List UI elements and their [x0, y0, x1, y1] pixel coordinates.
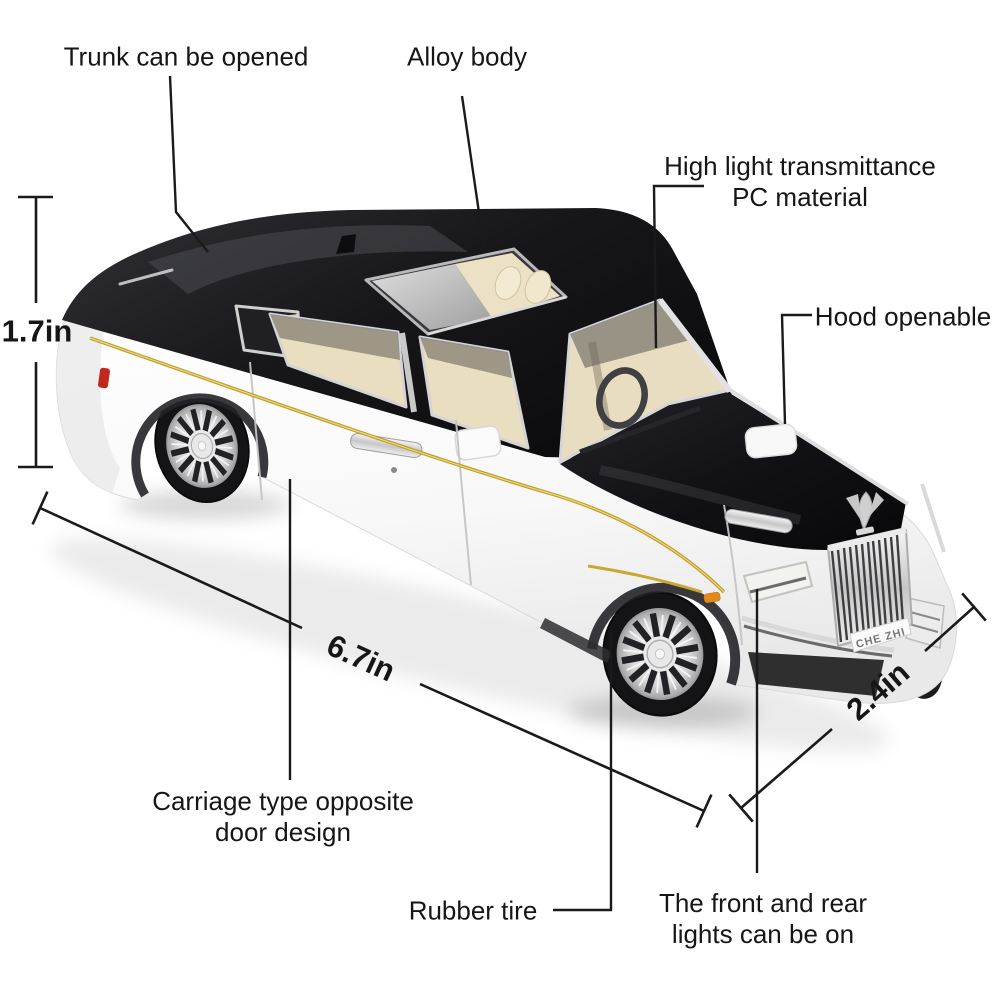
hood-highlight [599, 465, 802, 525]
headlight [743, 561, 813, 603]
dimension-height-label: 1.7in [1, 313, 73, 349]
front-door-window [418, 335, 530, 450]
door-keyhole [391, 467, 397, 473]
trunk-chrome-trim [118, 268, 174, 286]
length-dim-line [39, 506, 303, 630]
side-mirror [454, 425, 502, 461]
label-lights: The front and rear lights can be on [658, 887, 868, 949]
line-trunk [168, 75, 209, 253]
annotation-lines [168, 75, 812, 912]
width-dim-cap-start [728, 793, 754, 823]
length-dim-cap-end [695, 794, 713, 828]
roof-antenna [336, 234, 356, 254]
windshield [558, 298, 733, 464]
door-handle-front [724, 508, 793, 534]
steering-wheel [596, 367, 648, 429]
b-pillar-chrome [399, 332, 417, 413]
line-pc-material [652, 184, 704, 349]
hood-edge-chrome [728, 388, 910, 506]
rear-wheel-arch [131, 393, 269, 498]
label-pc-material: High light transmittance PC material [664, 150, 936, 212]
dimension-marks [18, 195, 987, 828]
sunroof [364, 247, 568, 336]
label-rubber-tire: Rubber tire [408, 895, 538, 926]
label-alloy-body: Alloy body [407, 41, 527, 72]
width-dim-cap-end [961, 592, 987, 622]
windshield-wiper [579, 405, 701, 455]
gold-pinstripe [89, 336, 726, 594]
bumper-chrome [741, 615, 895, 653]
side-marker-light [703, 591, 721, 604]
line-hood [780, 313, 812, 425]
rear-door-window [268, 312, 408, 409]
bumper-shadow-line [743, 624, 893, 658]
lower-bumper [748, 652, 884, 696]
car-hood [560, 392, 906, 550]
door-sill [540, 618, 612, 663]
far-a-pillar-chrome [920, 483, 946, 553]
rear-face-shade [56, 322, 120, 494]
rear-window-reflection [148, 225, 468, 294]
grille [827, 527, 913, 647]
front-wheel-arch [587, 582, 741, 686]
line-alloy-body [460, 95, 486, 248]
hood-ornament-icon [846, 491, 884, 536]
tail-light [98, 367, 110, 389]
width-dim-line [740, 728, 833, 809]
far-side-mirror [744, 423, 798, 459]
label-carriage-doors: Carriage type opposite door design [152, 785, 414, 847]
length-dim-cap-start [31, 491, 49, 525]
label-hood: Hood openable [814, 301, 992, 332]
line-rubber-tire [553, 633, 613, 912]
label-trunk: Trunk can be opened [63, 41, 309, 72]
